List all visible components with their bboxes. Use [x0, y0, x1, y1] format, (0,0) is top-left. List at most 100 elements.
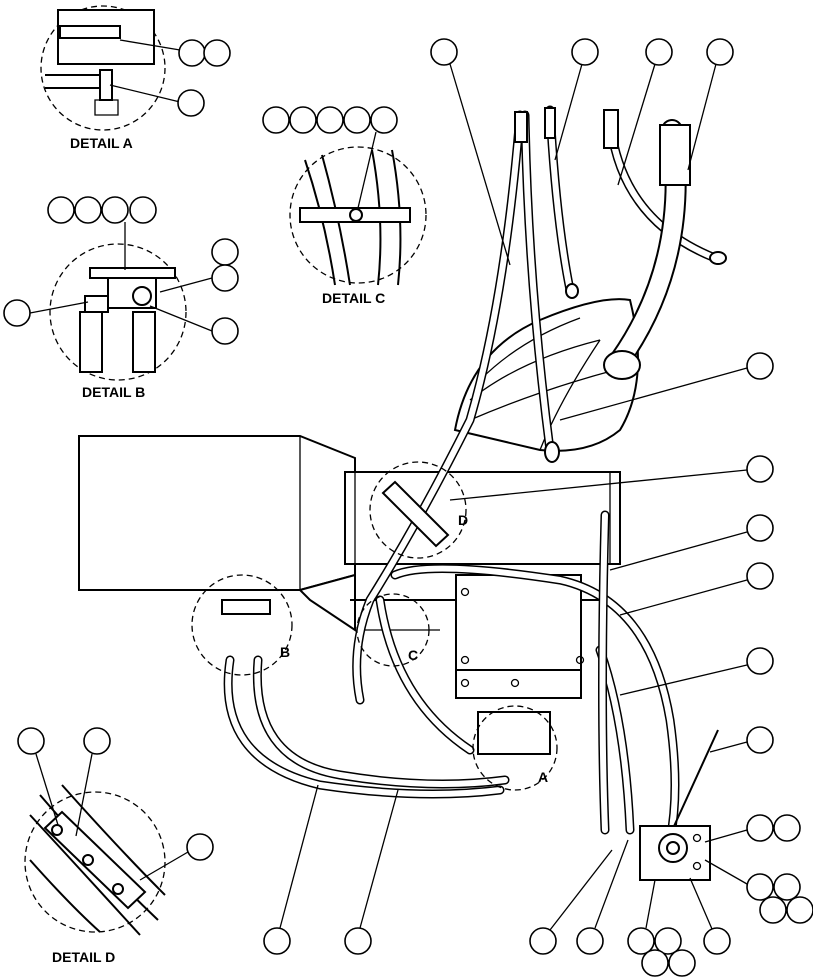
detail-d-view: DETAIL D	[17, 727, 214, 965]
detail-b-balloon-6	[211, 264, 239, 292]
callout-a-letter: A	[538, 769, 548, 785]
shroud-rib-3	[479, 317, 581, 381]
detail-b-elbow	[84, 295, 109, 313]
left-housing	[78, 435, 356, 591]
detail-b-balloon-7	[3, 299, 31, 327]
leader-right-1	[559, 367, 748, 421]
balloon-right-10	[773, 873, 801, 901]
center-frame-edges	[354, 472, 611, 564]
balloon-right-5	[746, 647, 774, 675]
leader-top-1	[449, 63, 511, 266]
callout-b-circle	[191, 574, 293, 676]
balloon-bottom-6	[654, 927, 682, 955]
detail-b-hose-left	[79, 311, 103, 373]
main-assembly: A B C D	[78, 105, 727, 881]
leader-right-9	[704, 859, 748, 885]
leader-right-6	[709, 741, 748, 753]
hose-3-end	[565, 283, 579, 299]
detail-b-leader-3	[159, 277, 213, 293]
callout-d-circle	[369, 461, 467, 559]
detail-d-hose-4	[29, 859, 101, 933]
balloon-right-3	[746, 514, 774, 542]
detail-d-bolt-3	[112, 883, 124, 895]
detail-d-balloon-1	[17, 727, 45, 755]
leader-bottom-2	[359, 789, 399, 929]
detail-d-bolt-1	[51, 824, 63, 836]
detail-a-balloon-2	[203, 39, 231, 67]
detail-b-label: DETAIL B	[82, 384, 145, 400]
leader-top-3	[617, 63, 656, 186]
detail-b-balloon-2	[74, 196, 102, 224]
balloon-bottom-2	[344, 927, 372, 955]
detail-d-balloon-2	[83, 727, 111, 755]
callout-c-circle	[356, 593, 430, 667]
detail-c-boundary	[289, 146, 427, 284]
main-balloons	[263, 38, 813, 977]
detail-b-balloon-1	[47, 196, 75, 224]
balloon-bottom-4	[576, 927, 604, 955]
detail-a-view: DETAIL A	[40, 5, 231, 151]
dipstick	[669, 729, 719, 836]
leader-bottom-5	[645, 879, 656, 929]
balloon-bottom-9	[703, 927, 731, 955]
balloon-right-7	[746, 814, 774, 842]
detail-c-clamp-bolt	[349, 208, 363, 222]
balloon-right-1	[746, 352, 774, 380]
fitting-2	[544, 107, 556, 139]
callout-a-circle	[472, 705, 558, 791]
detail-b-leader-2	[29, 301, 89, 314]
detail-d-leader-1	[35, 753, 59, 826]
detail-c-balloon-2	[289, 106, 317, 134]
detail-b-balloon-5	[211, 238, 239, 266]
pump-bolt-5	[575, 655, 585, 665]
balloon-right-8	[773, 814, 801, 842]
detail-d-leader-3	[139, 851, 189, 881]
control-valve-bolt-2	[692, 861, 702, 871]
balloon-right-11	[759, 896, 787, 924]
detail-d-label: DETAIL D	[52, 949, 115, 965]
balloon-bottom-5	[627, 927, 655, 955]
balloon-right-6	[746, 726, 774, 754]
balloon-top-3	[645, 38, 673, 66]
pump-body	[455, 574, 582, 671]
hose-4-end	[709, 251, 727, 265]
fan-shroud	[453, 298, 639, 452]
balloon-top-2	[571, 38, 599, 66]
hose-5-end	[603, 350, 641, 380]
detail-d-hose-1	[29, 814, 141, 936]
control-valve-port-inner	[666, 841, 680, 855]
detail-c-balloon-4	[343, 106, 371, 134]
detail-b-view: DETAIL B	[3, 196, 239, 400]
detail-d-boundary	[24, 791, 166, 933]
pump-bolt-2	[460, 655, 470, 665]
callout-b-letter: B	[280, 644, 290, 660]
detail-a-hose-end	[45, 74, 101, 89]
lower-valve	[477, 711, 551, 755]
detail-a-boundary	[40, 5, 166, 131]
detail-d-leader-2	[75, 753, 93, 837]
detail-c-leader	[357, 131, 377, 209]
balloon-top-1	[430, 38, 458, 66]
callout-c-letter: C	[408, 647, 418, 663]
leader-right-5	[619, 664, 748, 696]
leader-top-4	[687, 63, 717, 171]
leader-right-7	[704, 829, 748, 843]
center-frame	[344, 471, 621, 565]
fitting-1	[514, 111, 528, 143]
fitting-4	[659, 124, 691, 186]
detail-c-balloon-5	[370, 106, 398, 134]
main-b-valve	[221, 599, 271, 615]
pump-bolt-4	[460, 678, 470, 688]
balloon-bottom-7	[641, 949, 669, 977]
detail-a-balloon-1	[178, 39, 206, 67]
leader-bottom-9	[689, 877, 713, 930]
detail-c-balloon-1	[262, 106, 290, 134]
detail-a-nut	[94, 99, 119, 116]
detail-d-hose-3	[61, 784, 166, 896]
detail-b-leader-4	[149, 305, 213, 332]
detail-c-balloon-3	[316, 106, 344, 134]
left-housing-chute	[298, 573, 356, 632]
detail-b-balloon-3	[101, 196, 129, 224]
detail-a-balloon-3	[177, 89, 205, 117]
